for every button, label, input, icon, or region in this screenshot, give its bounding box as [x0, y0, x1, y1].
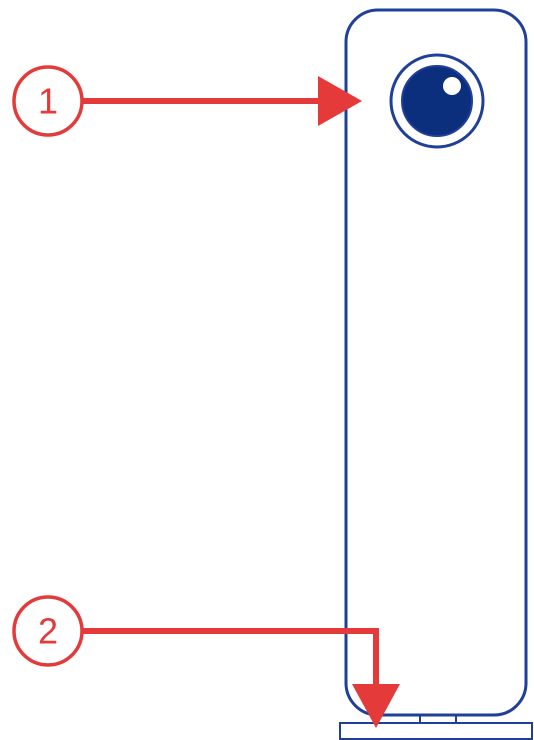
- eye-light-button-icon: [389, 53, 485, 149]
- callout-1-number: 1: [38, 81, 58, 122]
- device-body-outline: [344, 8, 528, 717]
- device-group: [339, 8, 533, 740]
- callout-1: 1: [12, 65, 362, 137]
- button-lens-highlight: [443, 77, 461, 95]
- button-lens: [401, 65, 473, 137]
- callout-1-arrowhead: [318, 76, 362, 126]
- callout-2: 2: [12, 595, 400, 728]
- stand-base-icon: [339, 716, 533, 740]
- callout-2-number: 2: [38, 611, 58, 652]
- callout-2-arrowhead: [352, 684, 400, 728]
- stand-base-plate: [339, 722, 533, 740]
